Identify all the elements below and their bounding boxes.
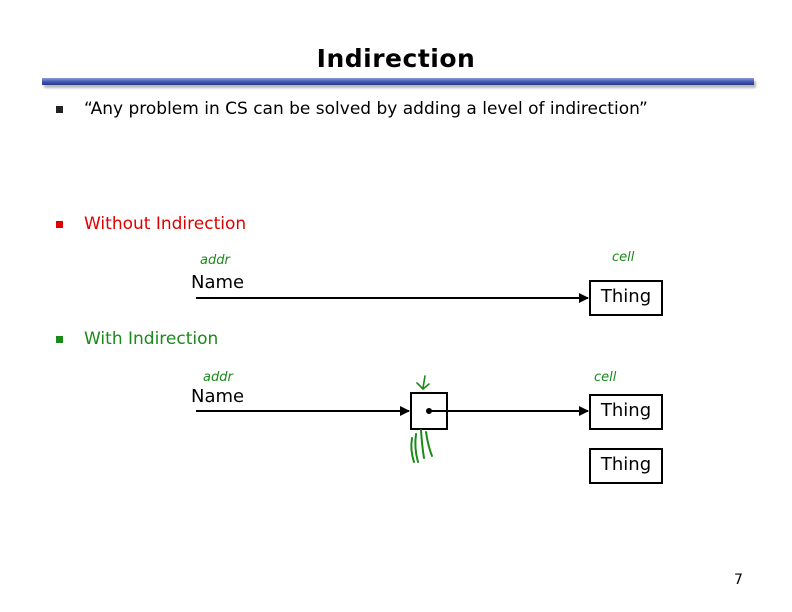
handwritten-scribble-icon [410, 429, 433, 463]
name-label: Name [191, 386, 245, 407]
bullet-with-indirection: With Indirection [84, 329, 219, 349]
bullet-square-icon [56, 221, 63, 228]
handwritten-addr-annotation: addr [200, 253, 230, 268]
thing-box: Thing [589, 280, 663, 316]
slide-title: Indirection [316, 44, 476, 73]
bullet-square-icon [56, 106, 63, 113]
bullet-quote: “Any problem in CS can be solved by addi… [84, 99, 648, 119]
handwritten-cell-annotation: cell [612, 250, 635, 265]
handwritten-arrow-icon [416, 375, 430, 391]
page-number: 7 [734, 572, 743, 588]
thing-label: Thing [600, 400, 652, 421]
handwritten-cell-annotation: cell [594, 370, 617, 385]
title-underline [42, 78, 754, 85]
thing-label: Thing [600, 454, 652, 475]
handwritten-addr-annotation: addr [203, 370, 233, 385]
bullet-square-icon [56, 336, 63, 343]
thing-label: Thing [600, 286, 652, 307]
bullet-without-indirection: Without Indirection [84, 214, 247, 234]
thing-box: Thing [589, 394, 663, 430]
thing-box: Thing [589, 448, 663, 484]
name-label: Name [191, 272, 245, 293]
